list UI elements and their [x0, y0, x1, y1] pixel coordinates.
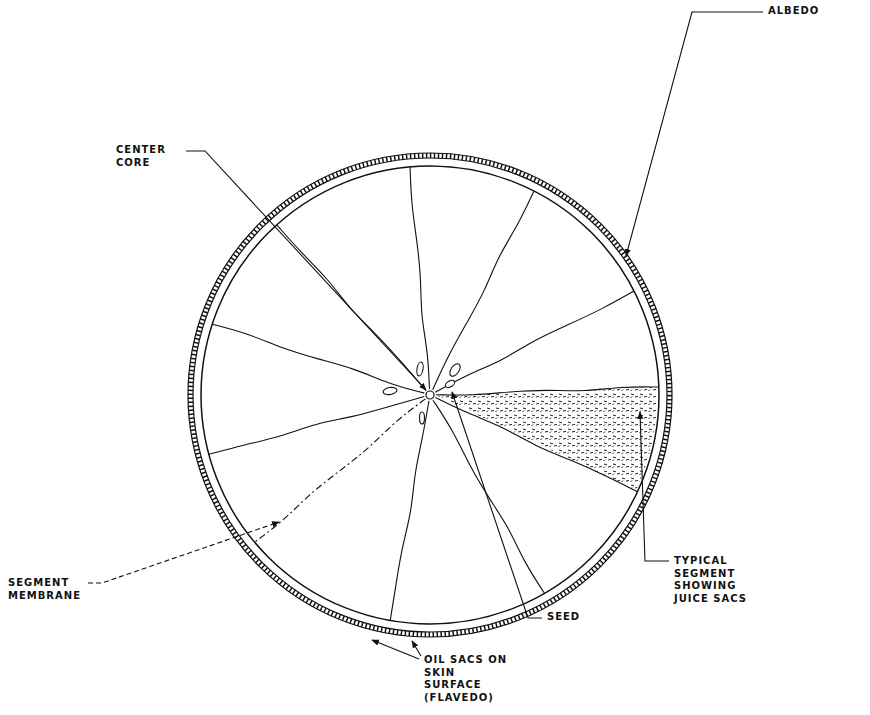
- rind-ring: [191, 156, 670, 635]
- part-label: SEED: [547, 611, 607, 624]
- leader-line: [372, 640, 419, 659]
- part-label: SEGMENT MEMBRANE: [8, 577, 100, 602]
- center-core: [426, 391, 434, 399]
- segment-membrane: [435, 291, 634, 392]
- leader-lines: [88, 12, 763, 659]
- leader-line: [626, 12, 763, 256]
- leader-line: [412, 641, 421, 656]
- juice-sacs: [438, 387, 657, 491]
- rind-ring: [188, 153, 672, 637]
- rind-ring: [201, 166, 659, 624]
- segment-membrane: [436, 387, 659, 395]
- segment-membrane: [433, 191, 534, 390]
- segment-membrane: [410, 167, 429, 389]
- segment-membrane: [212, 324, 424, 393]
- seed: [382, 386, 397, 395]
- part-label: TYPICAL SEGMENT SHOWING JUICE SACS: [674, 555, 770, 605]
- leader-line: [186, 151, 426, 390]
- seed: [448, 362, 463, 378]
- segment-membrane: [435, 398, 637, 492]
- seed: [444, 379, 456, 389]
- rind-ring: [193, 158, 667, 632]
- seed: [416, 362, 424, 377]
- seed: [420, 412, 425, 424]
- segment-membrane: [255, 399, 426, 542]
- citrus-cross-section: [188, 153, 672, 637]
- leader-line: [88, 522, 279, 583]
- leader-line: [452, 392, 542, 618]
- part-label: CENTER CORE: [116, 144, 196, 169]
- segment-membrane: [209, 397, 424, 455]
- part-label: OIL SACS ON SKIN SURFACE (FLAVEDO): [424, 654, 516, 704]
- part-label: ALBEDO: [768, 5, 863, 18]
- segment-membrane: [433, 400, 545, 593]
- segment-membrane: [390, 401, 429, 621]
- leader-line: [640, 412, 669, 561]
